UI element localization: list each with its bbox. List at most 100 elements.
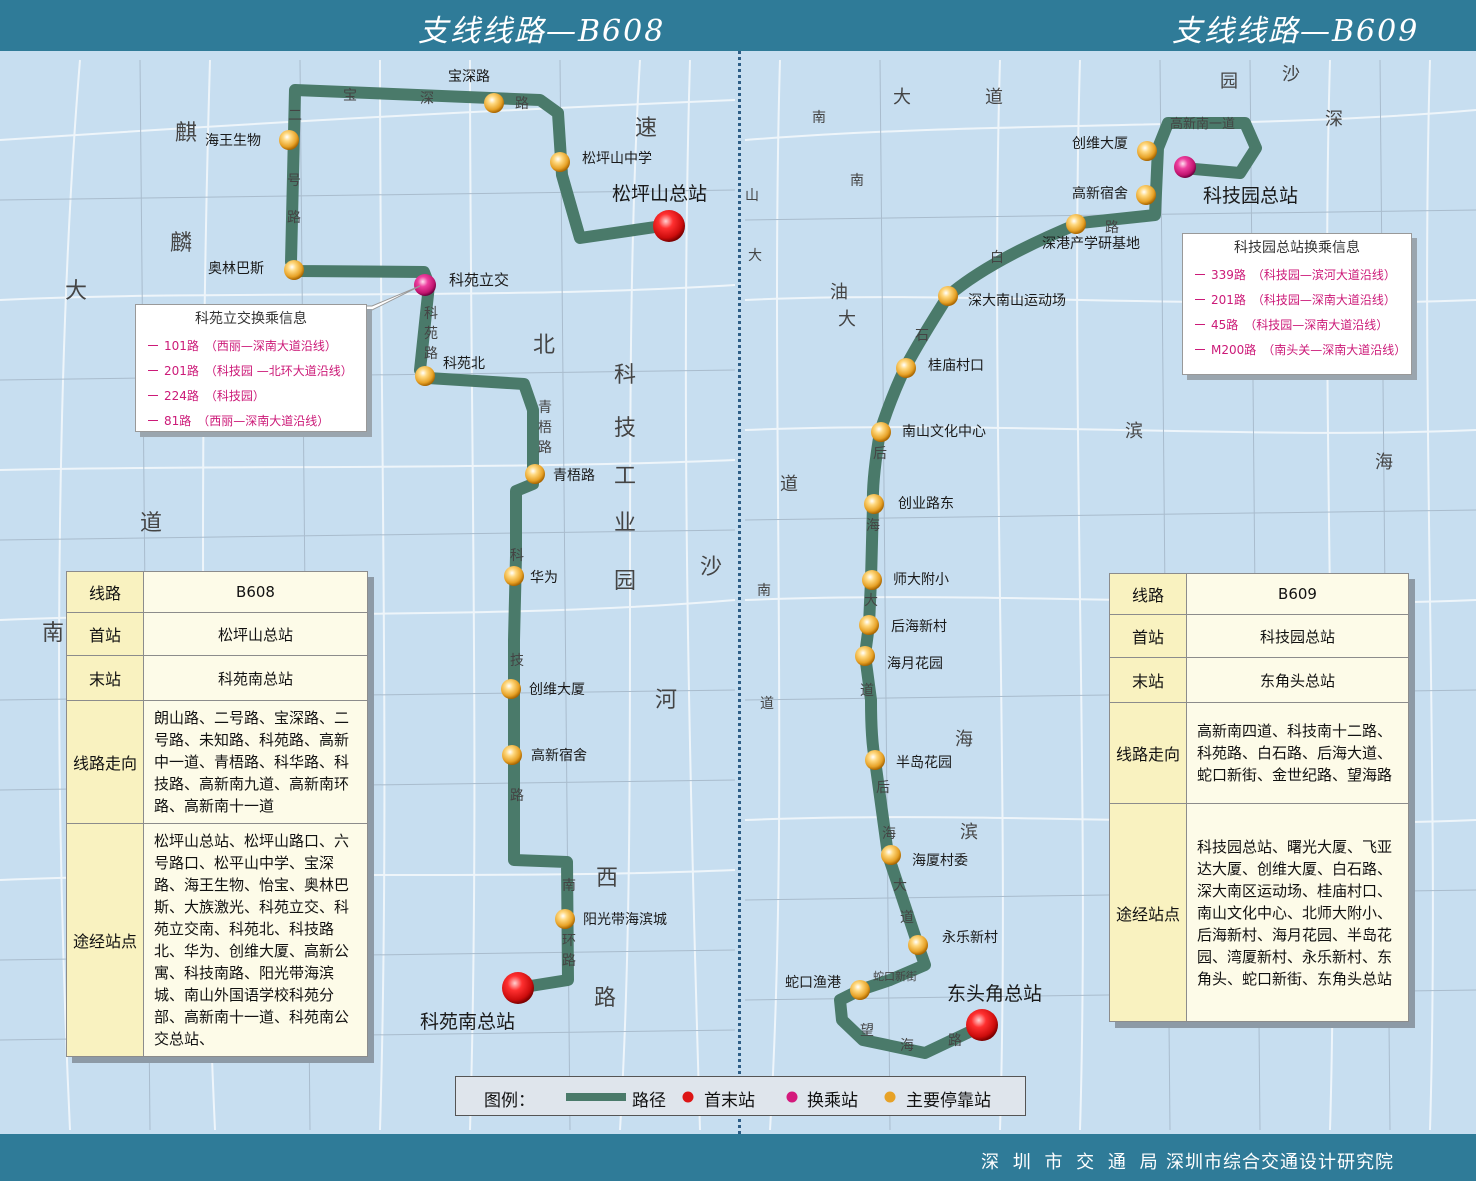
dash-icon [148, 370, 158, 371]
stop-marker[interactable] [550, 152, 570, 172]
stop-label: 深大南山运动场 [968, 293, 1066, 309]
stop-marker[interactable] [881, 845, 901, 865]
transfer-marker[interactable] [414, 274, 436, 296]
stop-marker[interactable] [855, 646, 875, 666]
stop-marker[interactable] [908, 935, 928, 955]
stop-marker[interactable] [504, 566, 524, 586]
road-label: 路 [562, 953, 576, 969]
stop-marker[interactable] [865, 750, 885, 770]
table-value-cell: 高新南四道、科技南十二路、科苑路、白石路、后海大道、蛇口新街、金世纪路、望海路 [1186, 702, 1409, 804]
table-value-cell: 松坪山总站 [143, 612, 368, 656]
stop-marker[interactable] [896, 358, 916, 378]
terminal-marker[interactable] [502, 972, 534, 1004]
stop-label: 创维大厦 [529, 682, 585, 698]
dash-icon [148, 395, 158, 396]
footer-org-transport-bureau: 深 圳 市 交 通 局 [981, 1152, 1162, 1173]
road-label: 海 [882, 826, 896, 842]
stop-marker[interactable] [415, 366, 435, 386]
stop-label: 深港产学研基地 [1042, 235, 1140, 252]
stop-marker[interactable] [850, 980, 870, 1000]
transfer-route-row: 201路 （科技园 —北环大道沿线） [136, 358, 366, 383]
terminal-marker[interactable] [653, 210, 685, 242]
stop-label: 青梧路 [553, 468, 595, 484]
road-label: 大 [893, 878, 907, 894]
route-desc: （科技园—深南大道沿线） [1251, 293, 1396, 307]
stop-label: 海月花园 [887, 656, 943, 672]
transfer-route-row: 81路 （西丽—深南大道沿线） [136, 408, 366, 433]
stop-marker[interactable] [501, 679, 521, 699]
road-label: 道 [860, 683, 874, 699]
road-label: 河 [655, 688, 677, 713]
route-number: 224路 [164, 389, 199, 403]
table-header-cell: 线路 [1109, 573, 1187, 615]
stop-label: 创维大厦 [1072, 136, 1128, 152]
road-label: 海 [866, 518, 880, 534]
road-label: 滨 [1125, 421, 1143, 442]
road-label: 园 [614, 569, 636, 594]
road-label: 号 [287, 173, 301, 189]
road-label: 海 [955, 729, 973, 750]
road-label: 环 [562, 933, 576, 949]
road-label: 科 [614, 363, 636, 388]
road-label: 白 [990, 250, 1004, 266]
transfer-marker[interactable] [1174, 156, 1196, 178]
table-header-cell: 途经站点 [1109, 803, 1187, 1022]
road-label: 高新南一道 [1170, 116, 1235, 132]
road-label: 道 [985, 87, 1003, 108]
dash-icon [148, 420, 158, 421]
stop-marker[interactable] [864, 494, 884, 514]
stop-marker[interactable] [525, 464, 545, 484]
stop-marker[interactable] [871, 422, 891, 442]
stop-dot-icon [884, 1091, 896, 1103]
table-row: 首站 松坪山总站 [66, 612, 368, 656]
road-label: 道 [140, 511, 162, 536]
route-number: 201路 [164, 364, 199, 378]
legend-transfer-label: 换乘站 [807, 1091, 858, 1111]
road-label: 大 [893, 87, 911, 108]
b608-transfer-info: 科苑立交换乘信息 101路 （西丽—深南大道沿线） 201路 （科技园 —北环大… [135, 304, 367, 432]
transfer-route-row: 45路 （科技园—深南大道沿线） [1183, 312, 1411, 337]
road-label: 深 [420, 91, 434, 107]
table-header-cell: 首站 [66, 612, 144, 656]
stop-marker[interactable] [1137, 141, 1157, 161]
dash-icon [1195, 274, 1205, 275]
transfer-dot-icon [786, 1091, 798, 1103]
stop-label: 海厦村委 [912, 853, 968, 869]
stop-marker[interactable] [859, 615, 879, 635]
stop-marker[interactable] [284, 260, 304, 280]
stop-label: 宝深路 [448, 69, 490, 85]
stop-marker[interactable] [1136, 185, 1156, 205]
stop-marker[interactable] [1066, 214, 1086, 234]
route-number: 81路 [164, 414, 192, 428]
stop-marker[interactable] [279, 130, 299, 150]
dash-icon [148, 345, 158, 346]
road-label: 南 [562, 878, 576, 894]
route-desc: （西丽—深南大道沿线） [197, 414, 330, 428]
table-row: 线路走向 高新南四道、科技南十二路、科苑路、白石路、后海大道、蛇口新街、金世纪路… [1109, 702, 1409, 804]
road-label: 道 [780, 474, 798, 495]
road-label: 路 [287, 210, 301, 226]
table-row: 线路 B608 [66, 571, 368, 613]
terminal-marker[interactable] [966, 1009, 998, 1041]
stop-label: 桂庙村口 [928, 358, 984, 374]
stop-marker[interactable] [938, 286, 958, 306]
route-number: 45路 [1211, 318, 1239, 332]
road-label: 西 [596, 866, 618, 891]
road-label: 路 [515, 96, 529, 112]
road-label: 后 [873, 446, 887, 462]
table-header-cell: 线路 [66, 571, 144, 613]
table-row: 线路 B609 [1109, 573, 1409, 615]
table-header-cell: 末站 [66, 655, 144, 701]
stop-marker[interactable] [502, 745, 522, 765]
b609-stops: 科技园总站 东头角总站 创维大厦 高新宿舍 深港产学研基地 深大南山运动场 桂庙… [785, 136, 1298, 1041]
b609-info-table: 线路 B609 首站 科技园总站 末站 东角头总站 线路走向 高新南四道、科技南… [1109, 573, 1409, 1022]
stop-marker[interactable] [862, 570, 882, 590]
stop-marker[interactable] [555, 909, 575, 929]
stop-label: 师大附小 [893, 572, 949, 588]
stop-label: 高新宿舍 [1072, 185, 1128, 202]
transfer-route-row: 339路 （科技园—滨河大道沿线） [1183, 262, 1411, 287]
road-label: 大 [864, 593, 878, 609]
dash-icon [1195, 349, 1205, 350]
stop-marker[interactable] [484, 93, 504, 113]
transfer-info-title: 科苑立交换乘信息 [195, 311, 307, 327]
